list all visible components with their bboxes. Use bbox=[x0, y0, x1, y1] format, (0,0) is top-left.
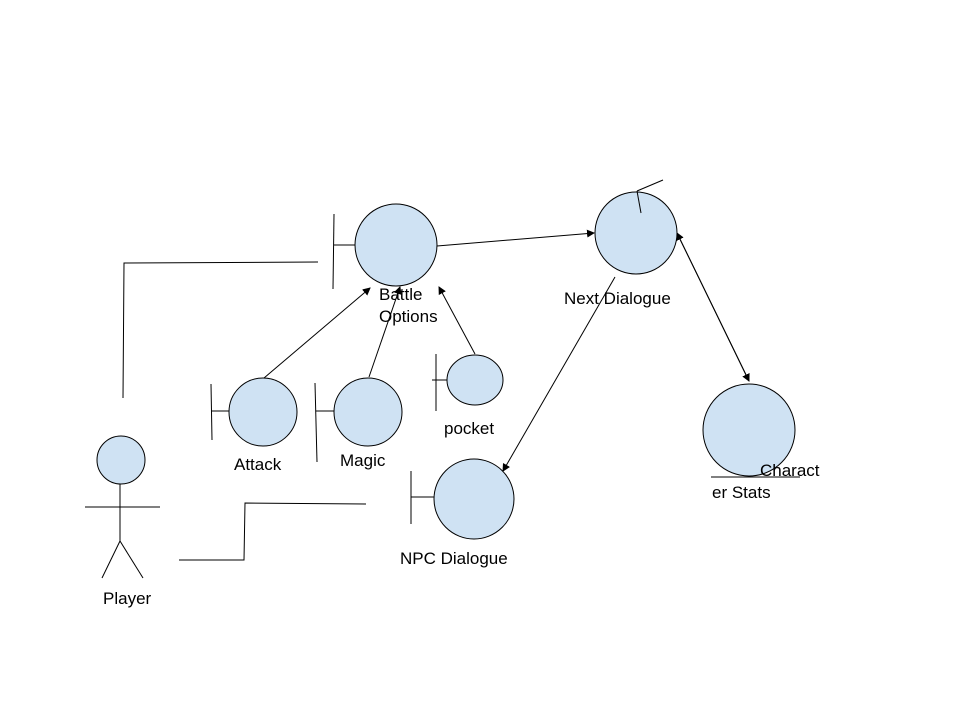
battle-options-circle bbox=[354, 203, 438, 287]
next-dialogue-label: Next Dialogue bbox=[564, 289, 671, 308]
battle-options-label-line-1: Battle bbox=[379, 285, 423, 304]
attack-node bbox=[210, 377, 298, 447]
battle-options-label-line-2: Options bbox=[379, 307, 438, 326]
attack-label: Attack bbox=[234, 455, 282, 474]
attack-boundary-bar bbox=[210, 383, 213, 441]
pocket-label: pocket bbox=[444, 419, 495, 438]
magic-boundary-bar bbox=[314, 382, 318, 463]
pocket-to-battle-options-arrow bbox=[438, 286, 476, 355]
magic-circle bbox=[333, 377, 403, 447]
character-stats-node bbox=[702, 383, 800, 478]
magic-node bbox=[314, 377, 403, 463]
character-stats-label-line-1: Charact bbox=[760, 461, 820, 480]
player-to-battle-options-connector bbox=[122, 261, 319, 399]
npc-dialogue-circle bbox=[433, 458, 515, 540]
player-label: Player bbox=[103, 589, 152, 608]
character-stats-to-next-dialogue-arrow bbox=[676, 232, 750, 382]
battle-options-node bbox=[332, 203, 438, 290]
next-dialogue-node bbox=[594, 179, 678, 275]
npc-dialogue-label: NPC Dialogue bbox=[400, 549, 508, 568]
battle-options-to-next-dialogue-arrow bbox=[436, 229, 595, 247]
next-dialogue-to-npc-dialogue-arrow bbox=[502, 276, 616, 472]
magic-label: Magic bbox=[340, 451, 386, 470]
player-to-npc-dialogue-connector bbox=[179, 502, 367, 561]
attack-circle bbox=[228, 377, 298, 447]
npc-dialogue-node bbox=[410, 458, 515, 540]
player-right-leg bbox=[119, 540, 144, 579]
pocket-circle bbox=[446, 354, 504, 406]
character-stats-circle bbox=[702, 383, 796, 477]
next-dialogue-circle bbox=[594, 191, 678, 275]
battle-options-boundary-bar bbox=[332, 213, 335, 290]
player-actor bbox=[85, 435, 160, 579]
player-head bbox=[96, 435, 146, 485]
magic-to-battle-options-arrow bbox=[368, 286, 402, 378]
pocket-node bbox=[432, 354, 504, 411]
next-dialogue-control-tick-2 bbox=[636, 190, 642, 214]
character-stats-label-line-2: er Stats bbox=[712, 483, 771, 502]
next-dialogue-control-tick-1 bbox=[636, 179, 664, 192]
attack-to-battle-options-arrow bbox=[263, 287, 371, 379]
player-left-leg bbox=[101, 540, 121, 579]
